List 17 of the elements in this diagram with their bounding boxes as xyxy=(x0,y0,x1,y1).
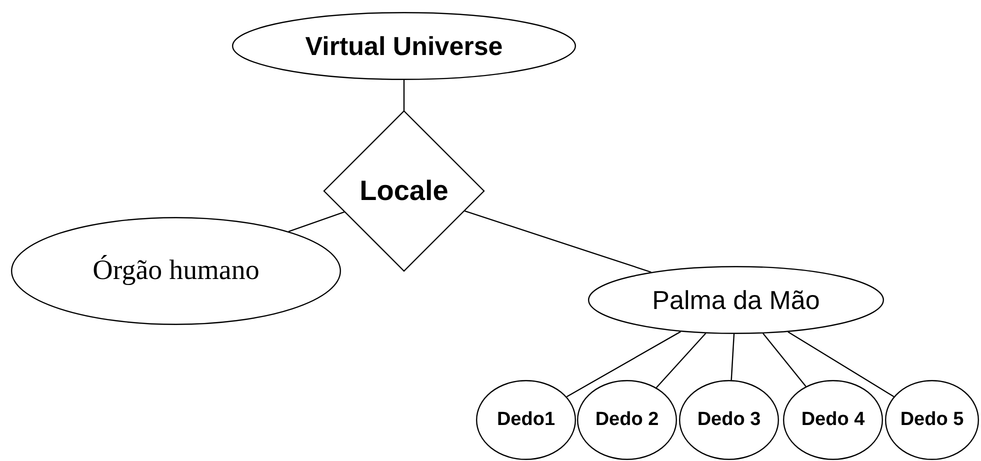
node-label: Dedo 4 xyxy=(801,409,865,431)
node-label: Órgão humano xyxy=(92,255,260,287)
connector-line xyxy=(730,334,735,380)
connector-line xyxy=(288,211,345,232)
connector-line xyxy=(762,333,806,387)
node-label: Dedo 3 xyxy=(697,409,761,431)
node-label: Dedo 5 xyxy=(900,409,964,431)
node-label: Locale xyxy=(360,175,448,207)
node-label: Dedo 2 xyxy=(595,409,659,431)
connector-line xyxy=(464,210,652,273)
connector-line xyxy=(788,331,894,398)
connector-line xyxy=(403,80,405,111)
node-label: Palma da Mão xyxy=(652,284,820,316)
connector-line xyxy=(656,332,706,388)
connector-line xyxy=(566,331,682,398)
node-label: Dedo1 xyxy=(496,409,556,431)
node-label: Virtual Universe xyxy=(305,30,503,62)
